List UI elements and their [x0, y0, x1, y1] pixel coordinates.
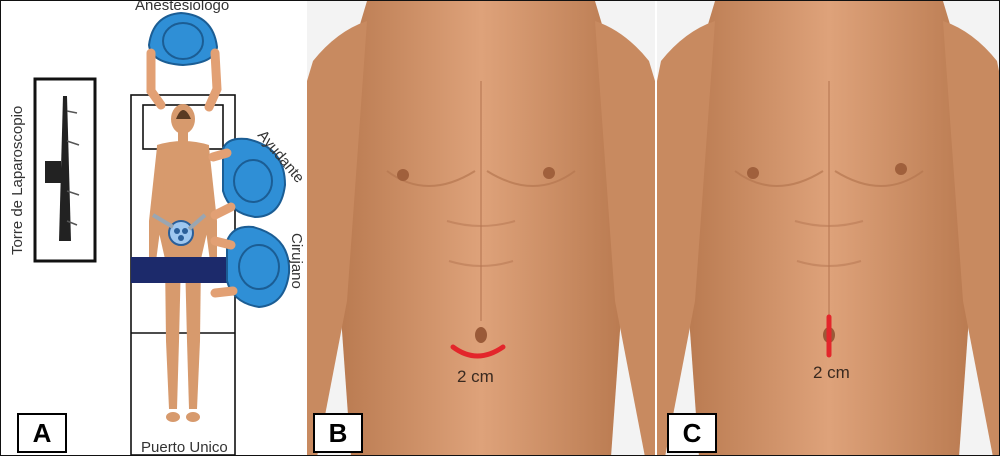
panel-b-letter: B	[313, 413, 363, 453]
torso-c-illustration	[657, 1, 1000, 456]
panel-c-letter: C	[667, 413, 717, 453]
incision-measurement-c: 2 cm	[813, 363, 850, 383]
panel-a-or-layout: Anestesiologo Torre de Laparoscopio Ayud…	[1, 1, 307, 456]
single-port-label: Puerto Unico	[141, 439, 228, 456]
surgeon-label: Cirujano	[288, 233, 305, 289]
surgeon-figure	[215, 227, 289, 307]
laparoscopy-tower	[35, 79, 95, 261]
torso-b-illustration	[307, 1, 655, 456]
panel-b-torso: 2 cm B	[307, 1, 655, 456]
anesthesiologist-figure	[149, 13, 217, 107]
surgical-drape	[131, 257, 235, 283]
umbilicus-b	[475, 327, 487, 343]
panel-a-letter: A	[17, 413, 67, 453]
laparoscopy-tower-label: Torre de Laparoscopio	[9, 106, 26, 255]
panel-c-torso: 2 cm C	[657, 1, 1000, 456]
anesthesiologist-label: Anestesiologo	[135, 1, 229, 14]
incision-measurement-b: 2 cm	[457, 367, 494, 387]
or-layout-diagram	[1, 1, 307, 456]
